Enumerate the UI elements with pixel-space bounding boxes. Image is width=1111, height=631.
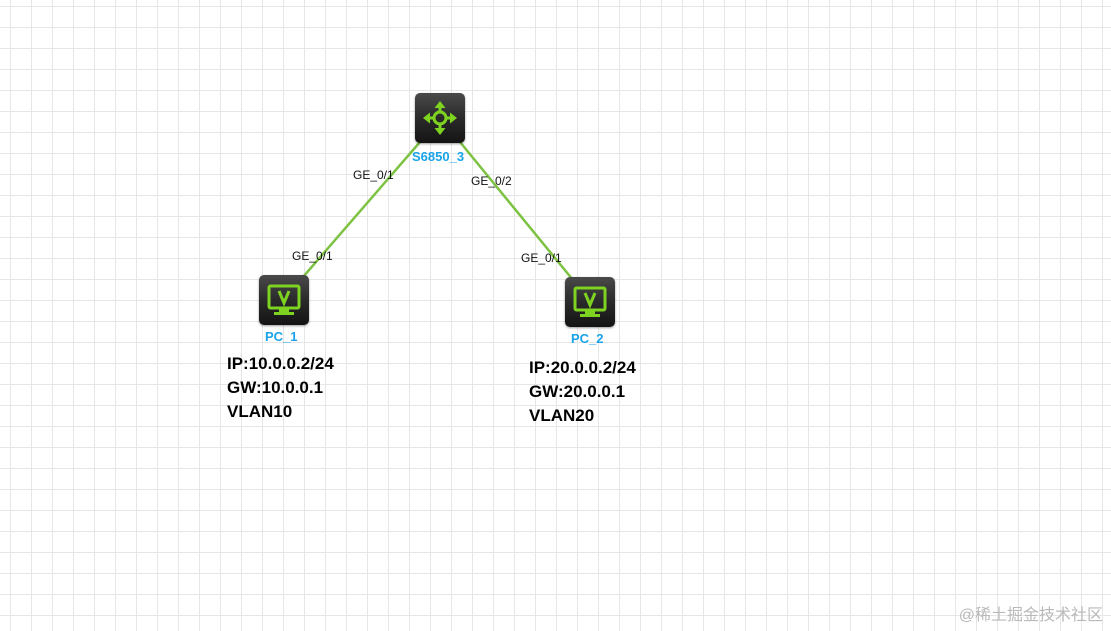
pc2-ip: IP:20.0.0.2/24: [529, 358, 636, 377]
pc2-device[interactable]: [565, 277, 615, 327]
port-label-switch-ge01: GE_0/1: [353, 168, 394, 182]
pc2-gw: GW:20.0.0.1: [529, 382, 626, 401]
monitor-icon: [267, 284, 301, 315]
pc1-label: PC_1: [265, 329, 298, 344]
port-label-pc1-ge01: GE_0/1: [292, 249, 333, 263]
pc1-info: IP:10.0.0.2/24 GW:10.0.0.1 VLAN10: [227, 352, 334, 424]
watermark: @稀土掘金技术社区: [958, 607, 1103, 624]
monitor-icon: [573, 286, 607, 317]
pc1-gw: GW:10.0.0.1: [227, 378, 324, 397]
switch-device[interactable]: [415, 93, 465, 143]
pc2-label: PC_2: [571, 331, 604, 346]
link-switch-pc1: [302, 141, 421, 278]
pc1-device[interactable]: [259, 275, 309, 325]
port-label-pc2-ge01: GE_0/1: [521, 251, 562, 265]
port-label-switch-ge02: GE_0/2: [471, 174, 512, 188]
pc2-vlan: VLAN20: [529, 406, 595, 425]
link-switch-pc2: [459, 141, 574, 281]
pc1-ip: IP:10.0.0.2/24: [227, 354, 334, 373]
pc1-vlan: VLAN10: [227, 402, 293, 421]
pc2-info: IP:20.0.0.2/24 GW:20.0.0.1 VLAN20: [529, 356, 636, 428]
router-arrows-icon: [423, 101, 457, 135]
switch-label: S6850_3: [412, 149, 465, 164]
